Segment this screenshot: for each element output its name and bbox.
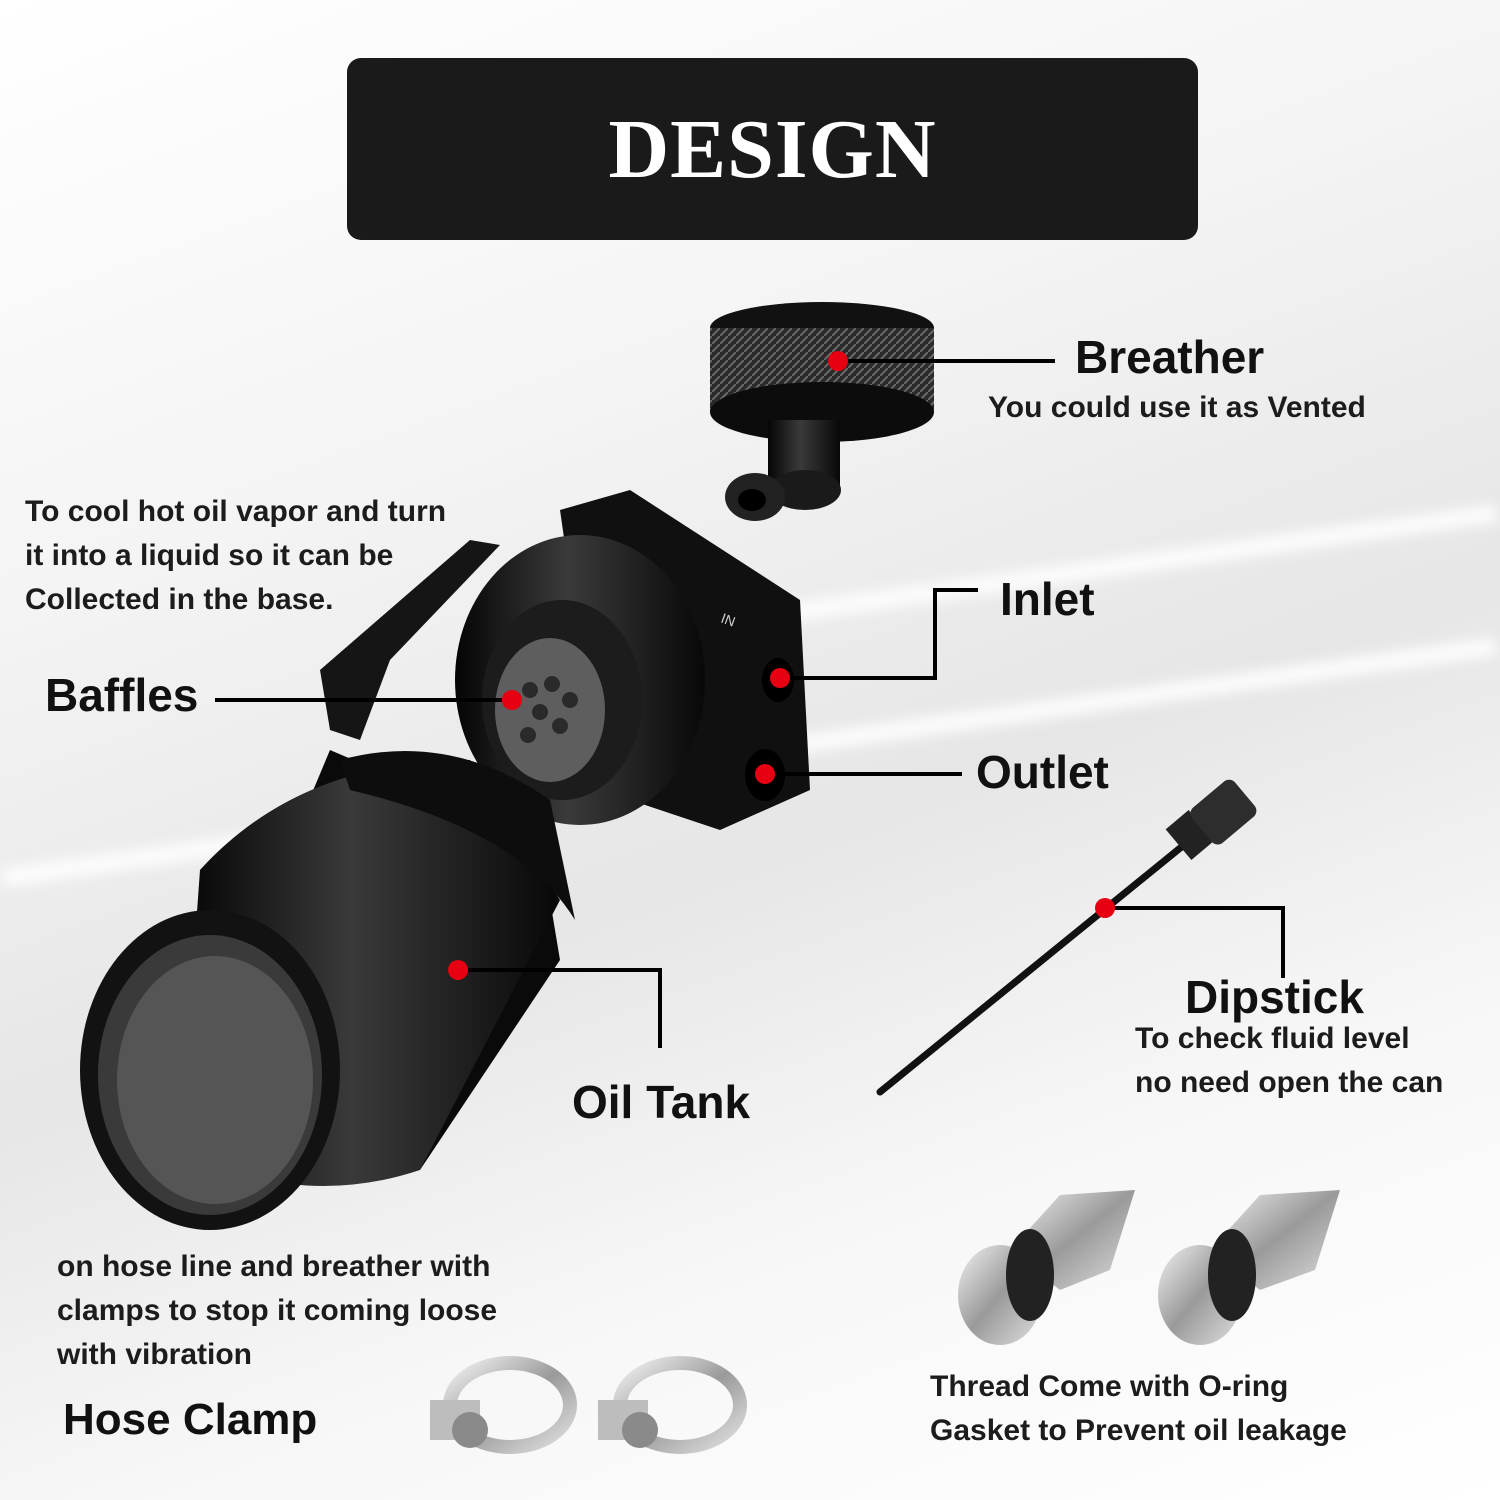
fitting-icon xyxy=(958,1190,1135,1345)
inlet-label: Inlet xyxy=(1000,573,1095,625)
hose-clamp-desc-line: clamps to stop it coming loose xyxy=(57,1294,498,1327)
page-title: DESIGN xyxy=(608,102,937,196)
oil-tank-label: Oil Tank xyxy=(572,1076,751,1128)
baffles-label: Baffles xyxy=(45,669,199,721)
baffles-desc-line: it into a liquid so it can be xyxy=(25,539,394,572)
dipstick-desc-line: To check fluid level xyxy=(1135,1022,1410,1055)
oil-tank-icon xyxy=(80,750,575,1230)
inlet-stamp: IN xyxy=(719,610,738,630)
fittings-desc-line: Gasket to Prevent oil leakage xyxy=(930,1414,1347,1447)
dipstick-icon xyxy=(876,779,1257,1096)
dipstick-marker xyxy=(1095,898,1115,918)
oil-tank-marker xyxy=(448,960,468,980)
outlet-label: Outlet xyxy=(976,746,1109,798)
breather-filter-icon xyxy=(710,302,934,521)
baffles-desc-line: To cool hot oil vapor and turn xyxy=(25,495,447,528)
title-banner: DESIGN xyxy=(347,58,1198,240)
leader-lines xyxy=(215,359,1285,1048)
dipstick-label: Dipstick xyxy=(1185,971,1364,1023)
breather-marker xyxy=(828,351,848,371)
baffles-marker xyxy=(502,690,522,710)
callout-markers xyxy=(448,351,1115,980)
breather-desc: You could use it as Vented xyxy=(988,391,1366,424)
fittings-desc: Thread Come with O-ring Gasket to Preven… xyxy=(930,1365,1347,1453)
fittings-desc-line: Thread Come with O-ring xyxy=(930,1370,1289,1403)
hose-clamp-desc-line: on hose line and breather with xyxy=(57,1250,491,1283)
inlet-marker xyxy=(770,668,790,688)
fitting-icon xyxy=(1158,1190,1340,1345)
breather-label: Breather xyxy=(1075,331,1265,383)
hose-clamp-label: Hose Clamp xyxy=(63,1395,318,1444)
dipstick-desc-line: no need open the can xyxy=(1135,1066,1444,1099)
catch-can-head-icon: IN xyxy=(320,490,810,830)
hose-clamp-desc-line: with vibration xyxy=(57,1338,252,1371)
hose-clamp-desc: on hose line and breather with clamps to… xyxy=(57,1245,497,1377)
baffles-desc: To cool hot oil vapor and turn it into a… xyxy=(25,490,446,622)
baffles-desc-line: Collected in the base. xyxy=(25,583,334,616)
hose-clamp-icon xyxy=(430,1356,577,1454)
outlet-marker xyxy=(755,764,775,784)
dipstick-desc: To check fluid level no need open the ca… xyxy=(1135,1017,1443,1105)
hose-clamp-icon xyxy=(598,1356,747,1454)
